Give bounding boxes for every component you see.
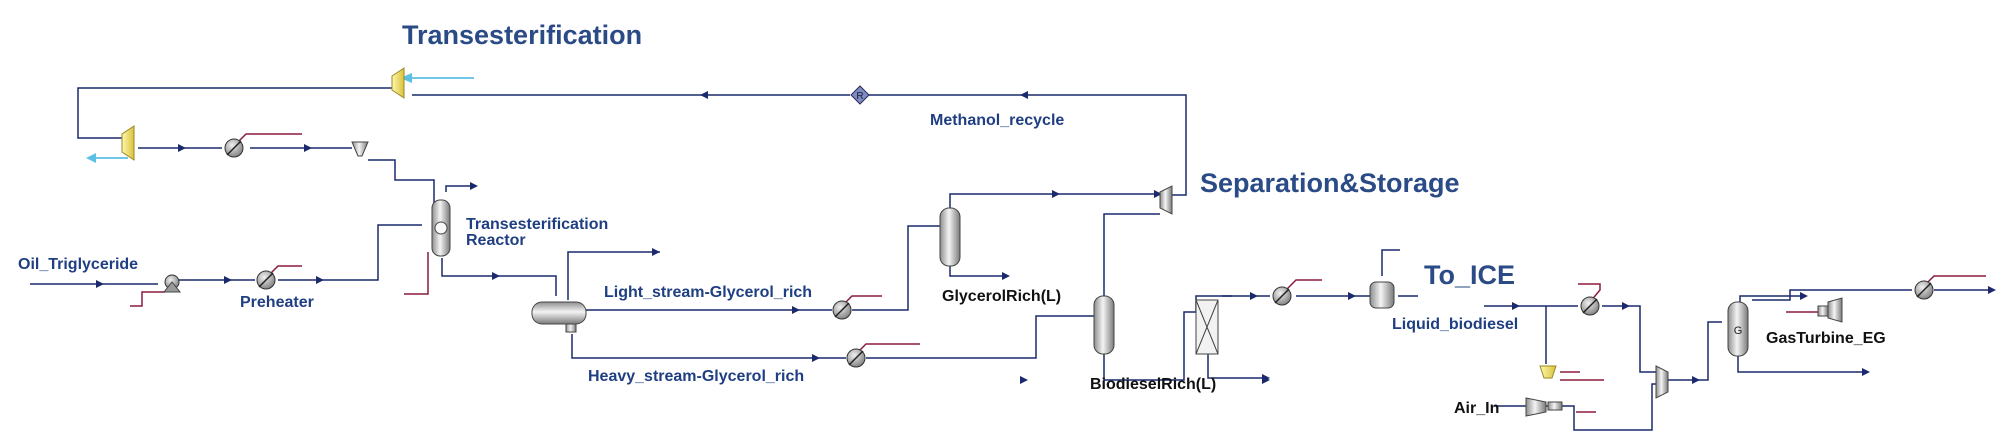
reactor-outlet-stream[interactable] [441,258,557,296]
oil-feed-stream[interactable] [30,224,422,285]
flash-top-stream[interactable] [1381,249,1400,276]
methanol-recycle-stream[interactable] [77,87,1187,196]
exhaust-exchanger[interactable] [1914,280,1934,300]
filter-bottom-stream[interactable] [1207,354,1268,379]
heavy-stream-exchanger[interactable] [846,348,866,368]
methanol-splitter[interactable] [391,67,405,99]
exhaust-stream[interactable] [1752,289,1992,301]
liquid-biodiesel-exchanger[interactable] [1580,296,1600,316]
decanter-vapor-stream[interactable] [567,251,660,300]
light-stream-label: Light_stream-Glycerol_rich [604,284,813,301]
light-stream-exchanger[interactable] [832,300,852,320]
stream-lines [30,87,1992,431]
gas-turbine-unit[interactable] [1817,297,1843,323]
glycerol-rich-label: GlycerolRich(L) [942,288,1062,305]
methanol-recycle-label: Methanol_recycle [930,112,1065,129]
filter-exchanger[interactable] [1272,286,1292,306]
feed-valve[interactable] [351,141,369,157]
feed-lines [86,73,474,163]
recycle-block-label: R [856,91,863,102]
separation-storage-title: Separation&Storage [1200,168,1460,198]
oil-triglyceride-label: Oil_Triglyceride [18,256,139,273]
recycle-splitter[interactable] [1159,185,1173,215]
methanol-feed-stream[interactable] [138,147,435,205]
glycerol-rich-stream[interactable] [949,262,1006,277]
heavy-stream-label: Heavy_stream-Glycerol_rich [588,368,805,385]
biodiesel-column-top[interactable] [1103,213,1160,298]
air-compressor[interactable] [1525,397,1563,417]
transesterification-reactor[interactable] [431,199,451,257]
transesterification-title: Transesterification [402,20,643,50]
mixer-to-turbine-stream[interactable] [1666,321,1722,381]
ice-splitter[interactable] [1539,365,1557,379]
methanol-mixer[interactable] [121,125,135,161]
combustor-mixer[interactable] [1655,365,1669,399]
preheater-label: Preheater [240,294,314,311]
flash-drum[interactable] [1369,281,1395,309]
liquid-biodiesel-label: Liquid_biodiesel [1392,316,1519,333]
to-ice-title: To_ICE [1424,260,1516,290]
turbine-top-stream[interactable] [1739,295,1802,304]
glycerol-column-top[interactable] [949,193,1160,210]
biodiesel-column[interactable] [1093,295,1115,355]
liquid-biodiesel-stream[interactable] [1484,305,1656,373]
heavy-stream-line[interactable] [571,315,1098,359]
oil-pump[interactable] [162,274,182,293]
light-stream-line[interactable] [586,225,940,311]
decanter-vessel[interactable] [531,301,587,333]
preheater-exchanger[interactable] [256,270,276,290]
biodiesel-column-bottom[interactable] [1103,295,1232,381]
air-in-stream[interactable] [1494,383,1660,431]
gas-turbine-vessel[interactable]: G [1727,301,1749,357]
packed-filter[interactable] [1195,299,1219,355]
reactor-vent-stream[interactable] [445,185,475,192]
turbine-bottom-stream[interactable] [1737,356,1866,373]
turbine-block-label: G [1734,325,1743,337]
recycle-block[interactable]: R [850,85,870,105]
stream-arrows [96,91,1996,384]
glycerol-column[interactable] [939,207,961,267]
reactor-label-line2: Reactor [466,232,526,249]
reactor-label-line1: Transesterification [466,216,609,233]
gas-turbine-label: GasTurbine_EG [1766,330,1886,347]
methanol-heater[interactable] [224,138,244,158]
air-in-label: Air_In [1454,400,1500,417]
biodiesel-rich-label: BiodieselRich(L) [1090,376,1217,393]
